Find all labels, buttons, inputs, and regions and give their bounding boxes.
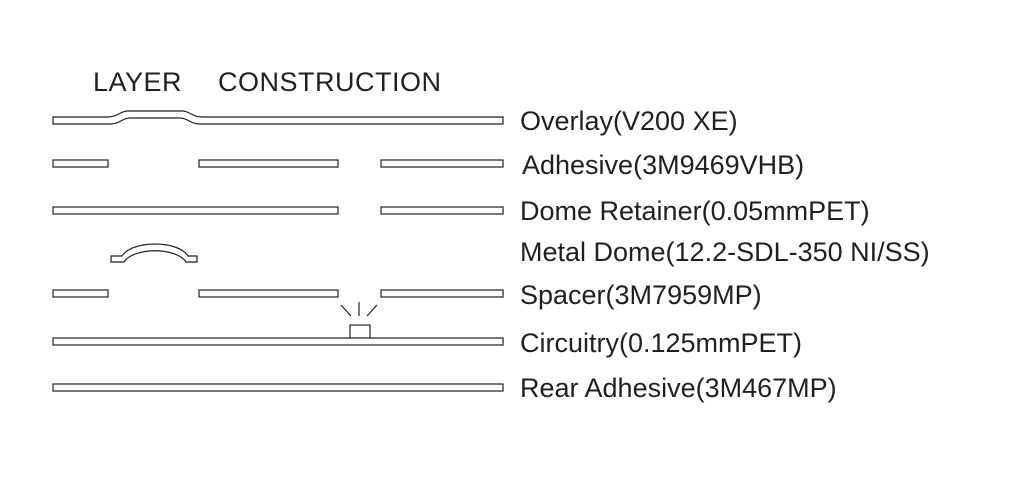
- label-circuitry: Circuitry(0.125mmPET): [520, 328, 802, 358]
- label-overlay: Overlay(V200 XE): [520, 106, 738, 136]
- led-indicator: [340, 302, 378, 339]
- dome-retainer-segment-right: [380, 206, 504, 215]
- spacer-segment-right: [380, 289, 504, 298]
- label-rear-adhesive: Rear Adhesive(3M467MP): [520, 373, 837, 403]
- overlay-layer: [52, 110, 504, 125]
- dome-retainer-segment-left: [52, 206, 339, 215]
- label-spacer: Spacer(3M7959MP): [520, 280, 762, 310]
- spacer-segment-left: [52, 289, 109, 298]
- led-component: [349, 324, 371, 339]
- metal-dome-shape: [110, 243, 198, 263]
- title-layer: LAYER: [93, 67, 182, 97]
- spacer-segment-middle: [198, 289, 339, 298]
- adhesive-layer: [52, 159, 504, 168]
- metal-dome-layer: [110, 243, 198, 263]
- light-ray-right: [366, 304, 378, 317]
- circuitry-strip: [52, 337, 504, 346]
- adhesive-segment-left: [52, 159, 109, 168]
- circuitry-layer: [52, 337, 504, 346]
- label-metal-dome: Metal Dome(12.2-SDL-350 NI/SS): [520, 237, 930, 267]
- title-construction: CONSTRUCTION: [218, 67, 442, 97]
- adhesive-segment-right: [380, 159, 504, 168]
- overlay-strip: [52, 110, 504, 125]
- light-ray-left: [340, 304, 352, 317]
- rear-adhesive-layer: [52, 383, 504, 392]
- spacer-layer: [52, 289, 504, 298]
- rear-adhesive-strip: [52, 383, 504, 392]
- label-adhesive: Adhesive(3M9469VHB): [522, 150, 804, 180]
- dome-retainer-layer: [52, 206, 504, 215]
- label-dome-retainer: Dome Retainer(0.05mmPET): [520, 196, 870, 226]
- adhesive-segment-middle: [198, 159, 339, 168]
